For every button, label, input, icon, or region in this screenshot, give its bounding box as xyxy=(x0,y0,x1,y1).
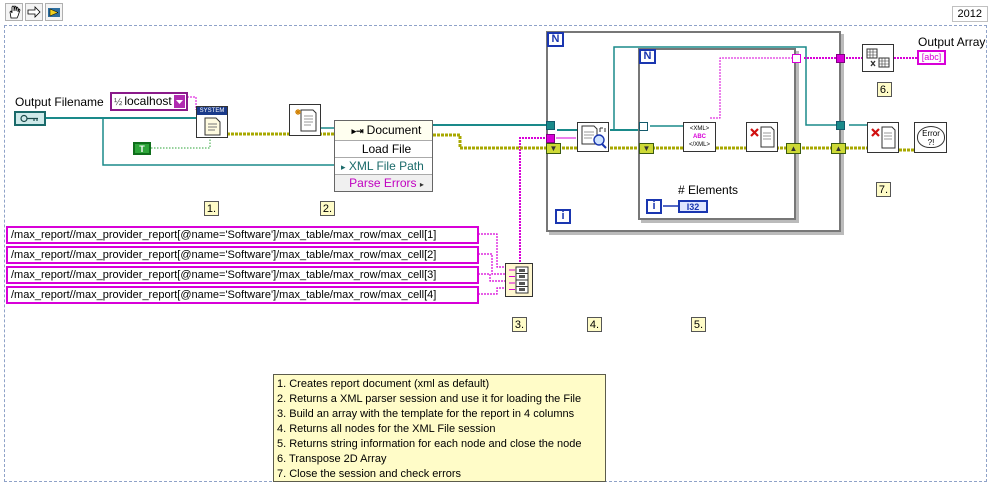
document-icon xyxy=(204,117,221,136)
outer-for-loop[interactable] xyxy=(546,31,841,232)
ring-prefix: ½ xyxy=(114,97,123,108)
xpath-constant-4[interactable]: /max_report//max_provider_report[@name='… xyxy=(6,286,479,304)
toolbar: 2012 xyxy=(0,0,992,26)
bool-wire xyxy=(151,137,211,149)
output-filename-control[interactable] xyxy=(14,111,46,126)
xml-badge-bot: </XML> xyxy=(688,142,710,148)
sparkle-document-icon xyxy=(295,109,317,132)
inner-shift-register-left: ▼ xyxy=(639,143,654,154)
xpath-constant-1[interactable]: /max_report//max_provider_report[@name='… xyxy=(6,226,479,244)
new-report-node[interactable]: SYSTEM xyxy=(196,106,228,138)
xml-to-string-node[interactable]: <XML> ABC </XML> xyxy=(683,122,716,152)
xpath-constant-3[interactable]: /max_report//max_provider_report[@name='… xyxy=(6,266,479,284)
inner-refnum-tunnel xyxy=(639,122,648,131)
invoke-arrow-icon: ▸⇥ xyxy=(351,126,364,136)
transpose-icon xyxy=(866,48,890,68)
new-parser-node[interactable] xyxy=(289,104,321,136)
outer-iteration-terminal: i xyxy=(555,209,571,224)
close-document-icon xyxy=(750,126,775,148)
outer-string-tunnel xyxy=(836,54,845,63)
property-row-load-file[interactable]: Load File xyxy=(335,140,432,157)
step-label-4: 4. xyxy=(587,317,602,332)
error-handler-node[interactable]: Error ?! xyxy=(914,122,947,153)
ring-value: localhost xyxy=(124,94,172,108)
xml-badge-mid: ABC xyxy=(693,134,706,140)
comment-line: 2. Returns a XML parser session and use … xyxy=(277,393,582,405)
error-bubble-icon: Error ?! xyxy=(917,126,945,148)
xpath-constant-2[interactable]: /max_report//max_provider_report[@name='… xyxy=(6,246,479,264)
refnum-tunnel xyxy=(546,121,555,130)
refnum-wire xyxy=(102,118,338,166)
string-wire xyxy=(478,253,507,275)
elements-label: # Elements xyxy=(678,183,739,197)
transpose-array-node[interactable] xyxy=(862,44,894,72)
hand-pointer-icon[interactable] xyxy=(5,3,23,21)
string-wire xyxy=(187,96,197,110)
comment-block: 1. Creates report document (xml as defau… xyxy=(273,374,606,482)
string-wire xyxy=(710,57,796,119)
close-document-icon xyxy=(871,126,896,149)
string-wire xyxy=(478,233,507,268)
version-badge: 2012 xyxy=(951,6,988,22)
property-row-xml-file-path[interactable]: ▸ XML File Path xyxy=(335,157,432,174)
inner-shift-register-right: ▲ xyxy=(786,143,801,154)
run-highlight-icon[interactable] xyxy=(45,3,63,21)
string-wire xyxy=(478,273,507,282)
step-label-3: 3. xyxy=(512,317,527,332)
outer-loop-count-terminal[interactable]: N xyxy=(547,32,564,47)
string-wire xyxy=(478,287,507,295)
comment-line: 4. Returns all nodes for the XML File se… xyxy=(277,423,496,435)
string-tunnel xyxy=(546,134,555,143)
system-badge: SYSTEM xyxy=(197,107,227,115)
xml-file-path-label: XML File Path xyxy=(348,159,424,173)
xml-search-icon xyxy=(581,125,607,149)
shift-register-right: ▲ xyxy=(831,143,846,154)
step-label-7: 7. xyxy=(876,182,891,197)
xml-badge-top: <XML> xyxy=(689,126,710,132)
build-array-node[interactable] xyxy=(505,263,533,297)
inner-loop-count-terminal[interactable]: N xyxy=(639,49,656,64)
comment-line: 7. Close the session and check errors xyxy=(277,468,462,480)
chevron-down-icon[interactable] xyxy=(174,95,185,108)
comment-line: 6. Transpose 2D Array xyxy=(277,453,387,465)
get-nodes-node[interactable] xyxy=(577,122,609,152)
comment-line: 1. Creates report document (xml as defau… xyxy=(277,378,490,390)
comment-line: 3. Build an array with the template for … xyxy=(277,408,575,420)
inner-iteration-terminal: i xyxy=(646,199,662,214)
comment-line: 5. Returns string information for each n… xyxy=(277,438,582,450)
output-filename-label: Output Filename xyxy=(15,95,104,109)
expand-arrow-icon: ▸ xyxy=(419,180,424,189)
error-wire xyxy=(433,133,548,150)
step-label-2: 2. xyxy=(320,201,335,216)
inner-for-loop[interactable] xyxy=(638,48,796,220)
close-node-button[interactable] xyxy=(746,122,778,152)
step-label-5: 5. xyxy=(691,317,706,332)
elements-indicator[interactable]: I32 xyxy=(678,200,708,213)
parse-errors-label: Parse Errors xyxy=(349,176,417,190)
shift-register-left: ▼ xyxy=(546,143,561,154)
xml-badge: <XML> ABC </XML> xyxy=(686,125,713,149)
inner-string-tunnel xyxy=(792,54,801,63)
outer-refnum-tunnel-out xyxy=(836,121,845,130)
step-label-6: 6. xyxy=(877,82,892,97)
bool-constant[interactable]: T xyxy=(133,142,151,155)
document-property-node[interactable]: ▸⇥Document Load File ▸ XML File Path Par… xyxy=(334,120,433,192)
close-session-node[interactable] xyxy=(867,122,899,153)
step-label-1: 1. xyxy=(204,201,219,216)
string-wire xyxy=(519,137,548,268)
refnum-wire xyxy=(613,46,840,130)
property-header: ▸⇥Document xyxy=(335,121,432,140)
property-row-parse-errors[interactable]: Parse Errors ▸ xyxy=(335,174,432,191)
build-array-icon xyxy=(509,266,529,294)
arrow-right-icon[interactable] xyxy=(25,3,43,21)
property-header-label: Document xyxy=(366,123,422,137)
output-array-indicator[interactable]: [abc] xyxy=(917,50,946,65)
output-array-label: Output Array xyxy=(918,35,986,49)
